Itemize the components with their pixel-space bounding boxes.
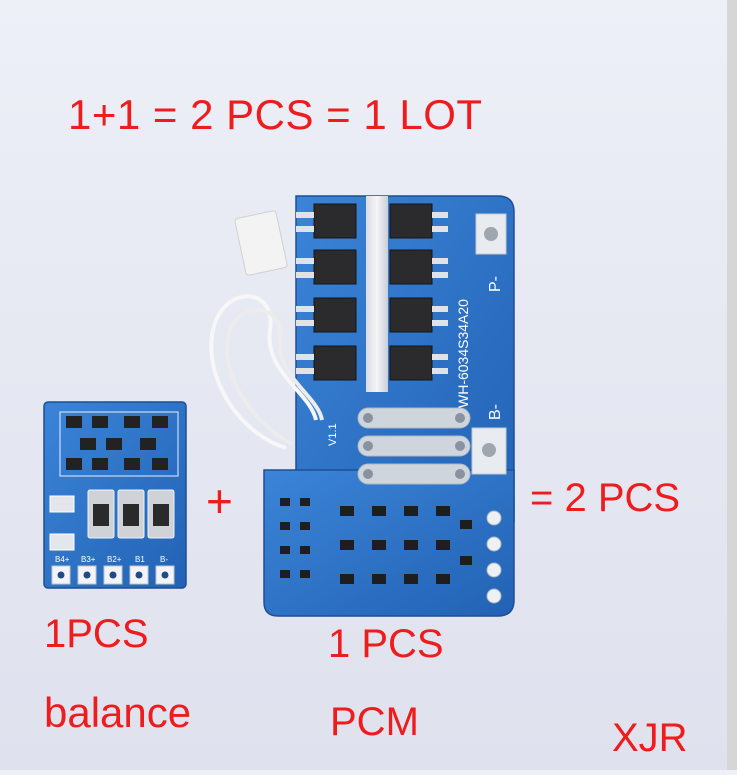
balance-name-label: balance — [44, 689, 192, 736]
silk-b-minus: B- — [487, 404, 504, 420]
plus-sign: + — [206, 475, 233, 527]
headline-text: 1+1 = 2 PCS = 1 LOT — [68, 91, 483, 138]
balance-qty-label: 1PCS — [44, 612, 149, 656]
pcm-name-label: PCM — [330, 700, 419, 744]
silk-version: V1.1 — [327, 423, 339, 446]
pcm-board — [209, 195, 515, 617]
silk-b3plus: B3+ — [81, 555, 96, 564]
silk-b4plus: B4+ — [55, 555, 70, 564]
silk-b1: B1 — [135, 555, 145, 564]
silk-b2plus: B2+ — [107, 555, 122, 564]
silk-model: WH-6034S34A20 — [455, 299, 471, 408]
silk-bminus: B- — [160, 555, 168, 564]
balance-board — [43, 401, 187, 589]
pcm-qty-label: 1 PCS — [328, 622, 444, 666]
watermark-text: XJR — [612, 716, 688, 760]
equals-label: = 2 PCS — [530, 476, 681, 520]
silk-p-minus: P- — [487, 276, 504, 292]
edge-strip — [727, 0, 737, 770]
